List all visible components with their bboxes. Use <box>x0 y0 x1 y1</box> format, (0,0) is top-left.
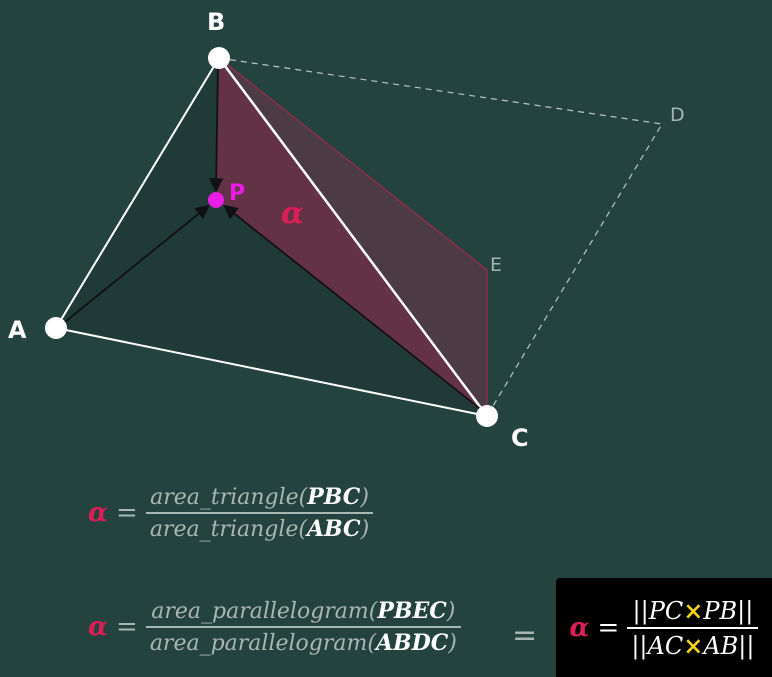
point-p <box>208 192 224 208</box>
vertex-a <box>45 317 67 339</box>
formula-parallelogram-ratio: α = area_parallelogram(PBEC) area_parall… <box>88 598 461 656</box>
equals-sign-large: = <box>512 618 538 653</box>
cross-symbol: × <box>683 595 704 625</box>
formula-triangle-ratio: α = area_triangle(PBC) area_triangle(ABC… <box>88 484 374 542</box>
fraction: area_triangle(PBC) area_triangle(ABC) <box>145 484 374 542</box>
numerator: ||PC×PB|| <box>632 595 754 625</box>
numerator: area_parallelogram(PBEC) <box>151 598 456 624</box>
denominator: ||AC×AB|| <box>627 626 759 660</box>
label-alpha: α <box>281 196 304 231</box>
alpha-symbol: α <box>88 612 109 642</box>
alpha-symbol: α <box>569 612 590 643</box>
edge-ab <box>55 57 220 329</box>
cross-symbol: × <box>683 630 704 660</box>
edge-be-ec <box>218 57 488 416</box>
formula-cross-product-box: α = ||PC×PB|| ||AC×AB|| <box>556 578 772 677</box>
denominator: area_parallelogram(ABDC) <box>145 626 461 656</box>
alpha-symbol: α <box>88 498 109 528</box>
vector-ap <box>59 204 210 327</box>
label-d: D <box>670 104 685 126</box>
label-a: A <box>8 316 27 344</box>
vertex-c <box>476 405 498 427</box>
fraction: ||PC×PB|| ||AC×AB|| <box>627 595 759 660</box>
vertex-b <box>208 47 230 69</box>
edge-ac <box>55 327 488 417</box>
label-c: C <box>511 424 529 452</box>
label-b: B <box>207 8 225 36</box>
numerator: area_triangle(PBC) <box>150 484 369 510</box>
equals-sign: = <box>116 612 138 642</box>
denominator: area_triangle(ABC) <box>145 512 374 542</box>
equals-sign: = <box>597 612 620 643</box>
edge-bc <box>217 57 489 417</box>
label-p: P <box>229 181 245 206</box>
fraction: area_parallelogram(PBEC) area_parallelog… <box>145 598 461 656</box>
equals-sign: = <box>116 498 138 528</box>
label-e: E <box>490 254 502 276</box>
vector-bp <box>208 63 224 193</box>
vector-cp <box>223 204 485 413</box>
dashed-parallelogram-abdc <box>218 57 663 417</box>
